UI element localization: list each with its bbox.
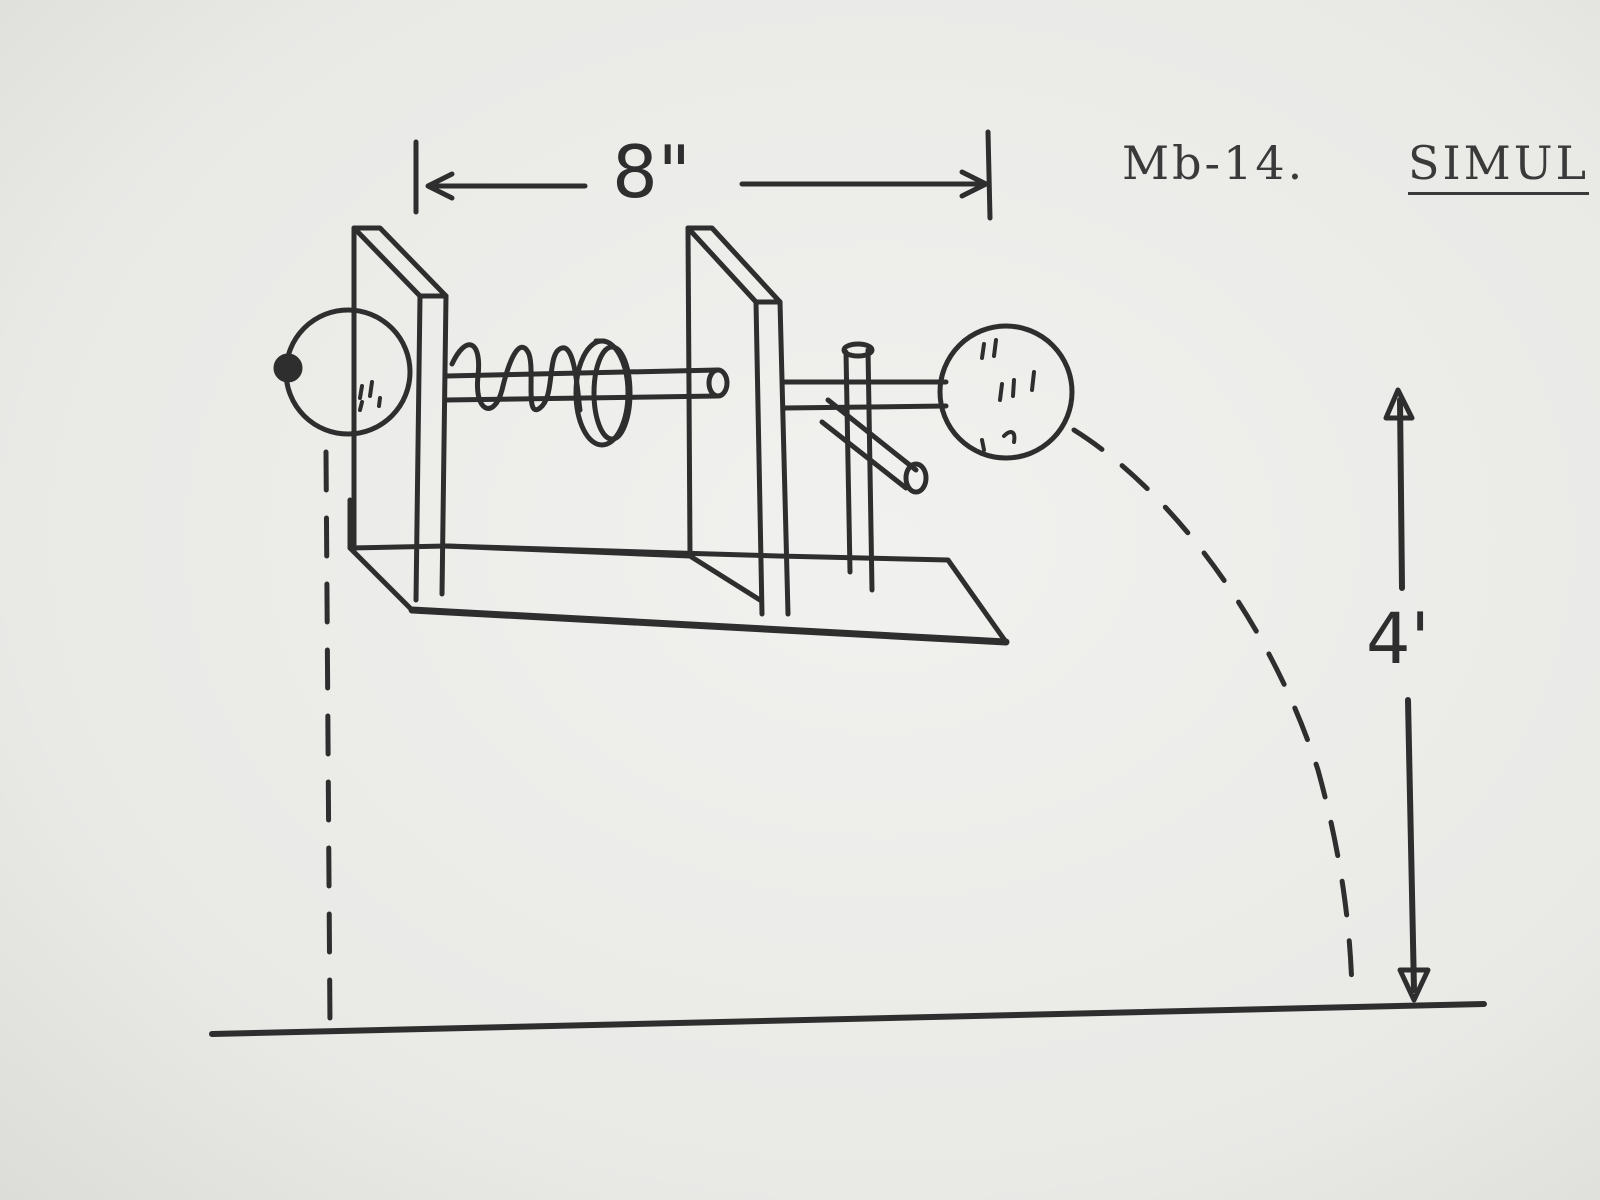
- left-ball-shading: [358, 380, 382, 412]
- height-dimension: [1383, 387, 1431, 1003]
- central-rod: [443, 367, 730, 403]
- right-ball: [937, 323, 1075, 461]
- right-ball-shading: [980, 338, 1036, 452]
- figure-number: Mb-14.: [1122, 136, 1306, 190]
- pin-bottom: [781, 403, 949, 411]
- right-upright-front-a: [753, 299, 765, 617]
- right-upright-top: [685, 225, 783, 305]
- trigger-mechanism: [781, 341, 949, 593]
- height-line-top: [1397, 397, 1405, 591]
- lever-bottom: [819, 419, 909, 491]
- width-dimension: [413, 129, 993, 221]
- left-ball: [273, 307, 413, 437]
- height-line-bottom: [1405, 697, 1417, 993]
- height-arrow-up: [1383, 387, 1415, 421]
- right-ball-outline: [937, 323, 1075, 461]
- left-upright-front-b: [439, 293, 449, 597]
- drop-trajectory: [323, 449, 333, 1029]
- post-right: [865, 347, 875, 593]
- figure-title: SIMUL: [1408, 136, 1590, 195]
- spring-coil: [449, 342, 583, 413]
- width-arrow-right: [959, 169, 989, 199]
- right-upright-front-b: [777, 299, 791, 617]
- rod-bottom: [443, 393, 721, 403]
- collar-inner: [591, 344, 633, 442]
- rod-end: [706, 367, 730, 399]
- lower-brace-corner: [687, 553, 763, 603]
- lower-brace: [443, 543, 693, 559]
- left-upright-front-a: [413, 293, 423, 603]
- left-upright: [351, 225, 449, 603]
- spring: [449, 342, 583, 413]
- left-ball-peg: [273, 353, 303, 383]
- width-arrow-left: [425, 171, 455, 201]
- left-ball-outline: [283, 307, 413, 437]
- post-left: [843, 349, 853, 575]
- floor-line: [209, 1001, 1487, 1037]
- rod-top: [443, 367, 721, 379]
- projectile-trajectory: [1071, 427, 1355, 993]
- lever-top: [825, 397, 919, 473]
- width-extension-right: [985, 129, 993, 221]
- post-cap: [841, 341, 875, 359]
- left-upright-top: [351, 225, 449, 299]
- base-board-edge: [408, 606, 1010, 646]
- right-upright-back: [685, 225, 693, 557]
- collar: [573, 338, 633, 448]
- width-dimension-label: 8": [612, 130, 691, 214]
- height-arrow-down: [1397, 967, 1431, 1003]
- height-dimension-label: 4': [1366, 598, 1430, 680]
- lever-end: [903, 461, 929, 495]
- base-board: [347, 497, 1010, 646]
- right-upright: [443, 225, 791, 617]
